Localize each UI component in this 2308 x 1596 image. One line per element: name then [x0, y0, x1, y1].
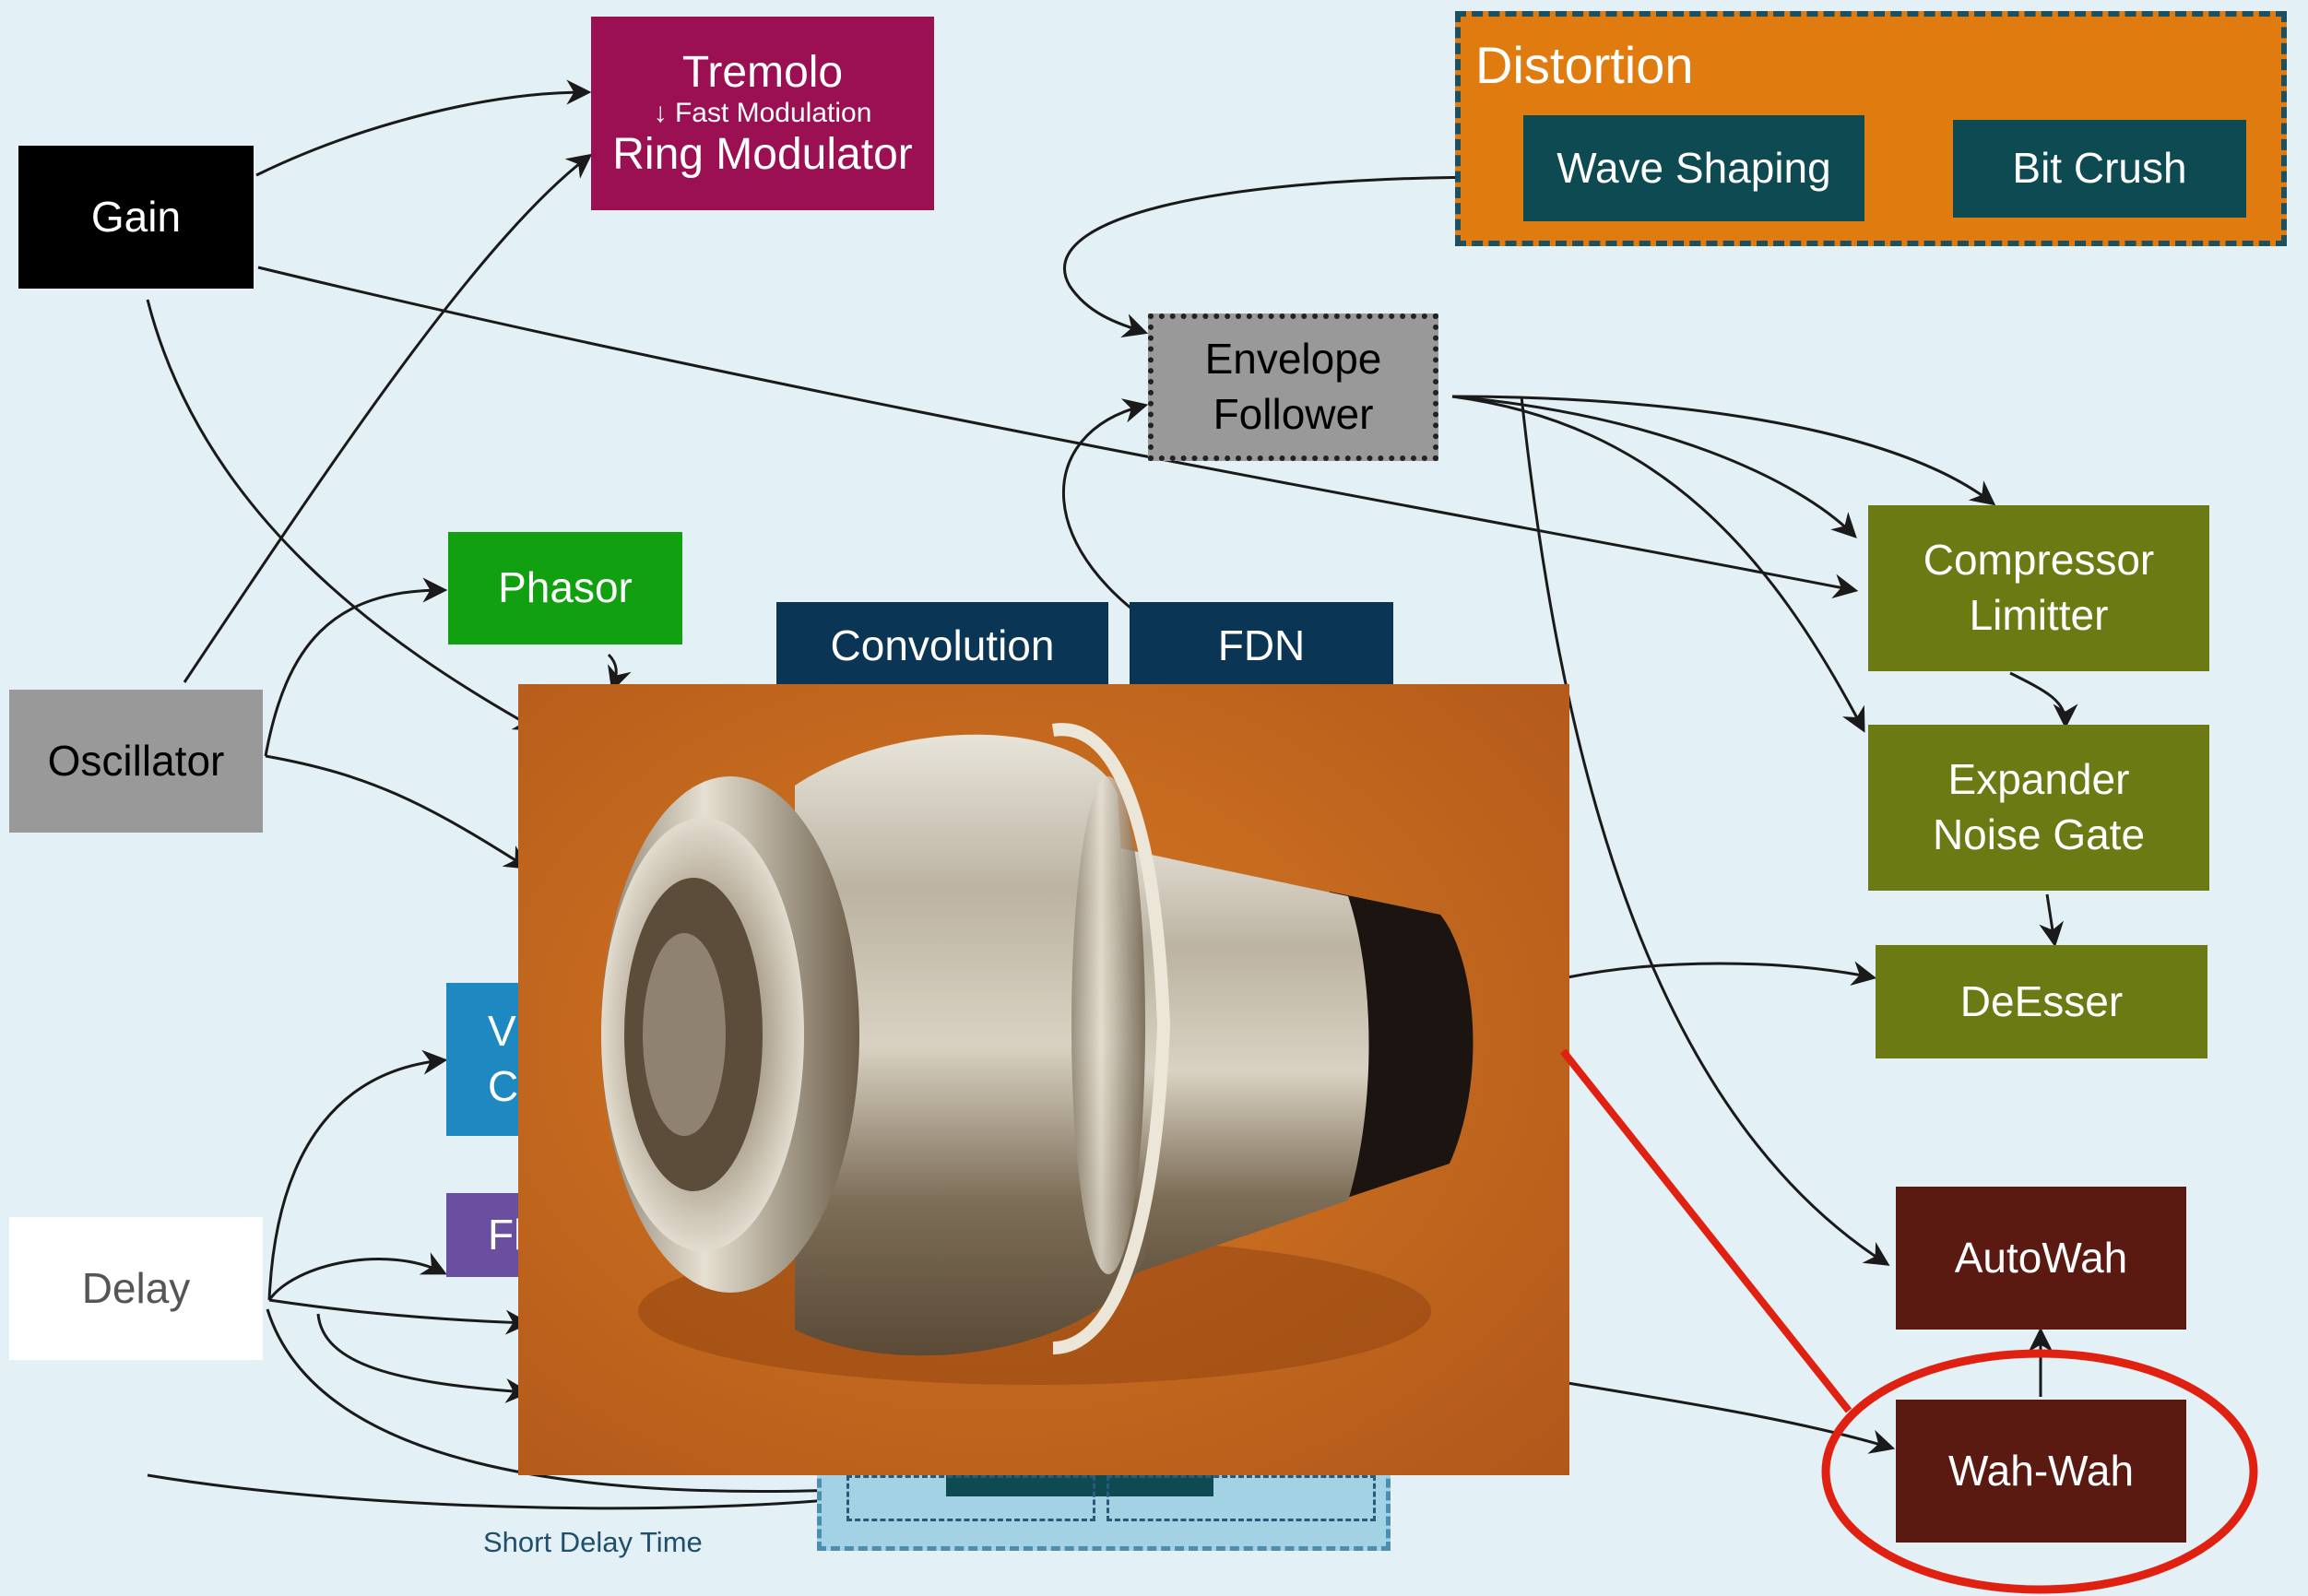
noise-gate-label: Noise Gate: [1932, 810, 2146, 858]
vibrato-chorus-node[interactable]: V C: [446, 983, 529, 1136]
oscillator-label: Oscillator: [47, 736, 225, 785]
wahwah-label: Wah-Wah: [1947, 1446, 2135, 1495]
convolution-node[interactable]: Convolution: [776, 602, 1108, 690]
distortion-title: Distortion: [1475, 36, 1694, 94]
wave-shaping-node[interactable]: Wave Shaping: [1523, 115, 1864, 221]
bit-crush-node[interactable]: Bit Crush: [1953, 120, 2246, 218]
wah-wah-mute-photo: [518, 684, 1569, 1475]
oscillator-node[interactable]: Oscillator: [9, 690, 263, 833]
bit-crush-label: Bit Crush: [2012, 144, 2187, 193]
phasor-label: Phasor: [498, 563, 633, 612]
short-delay-subgroup-right: [1107, 1475, 1376, 1521]
gain-label: Gain: [90, 192, 182, 241]
delay-node[interactable]: Delay: [9, 1217, 263, 1360]
limiter-label: Limitter: [1969, 591, 2109, 639]
flanger-partial-label: Fl: [488, 1210, 524, 1259]
follower-label: Follower: [1213, 390, 1374, 438]
wave-shaping-label: Wave Shaping: [1556, 143, 1831, 192]
fast-modulation-label: ↓ Fast Modulation: [653, 97, 872, 128]
convolution-label: Convolution: [830, 621, 1055, 669]
flanger-node[interactable]: Fl: [446, 1193, 529, 1277]
envelope-follower-node[interactable]: Envelope Follower: [1148, 313, 1438, 461]
deesser-node[interactable]: DeEsser: [1876, 945, 2207, 1058]
tremolo-ring-modulator-node[interactable]: Tremolo ↓ Fast Modulation Ring Modulator: [591, 17, 934, 210]
tremolo-label: Tremolo: [681, 47, 844, 97]
fdn-node[interactable]: FDN: [1130, 602, 1393, 690]
chorus-partial-label: C: [488, 1062, 519, 1110]
fdn-label: FDN: [1217, 621, 1306, 669]
trumpet-mute-image: [518, 684, 1569, 1475]
compressor-label: Compressor: [1923, 536, 2155, 585]
vibrato-partial-label: V: [488, 1007, 516, 1056]
autowah-label: AutoWah: [1954, 1233, 2128, 1282]
deesser-label: DeEsser: [1959, 976, 2124, 1025]
expander-label: Expander: [1947, 755, 2130, 804]
envelope-label: Envelope: [1204, 335, 1382, 384]
phasor-node[interactable]: Phasor: [448, 532, 682, 644]
compressor-limiter-node[interactable]: Compressor Limitter: [1868, 505, 2209, 671]
short-delay-caption: Short Delay Time: [483, 1526, 703, 1558]
delay-label: Delay: [81, 1263, 191, 1312]
wahwah-node[interactable]: Wah-Wah: [1896, 1400, 2186, 1543]
ring-modulator-label: Ring Modulator: [612, 130, 913, 180]
gain-node[interactable]: Gain: [18, 146, 254, 289]
short-delay-subgroup-left: [846, 1475, 1095, 1521]
expander-noise-gate-node[interactable]: Expander Noise Gate: [1868, 725, 2209, 891]
autowah-node[interactable]: AutoWah: [1896, 1187, 2186, 1330]
